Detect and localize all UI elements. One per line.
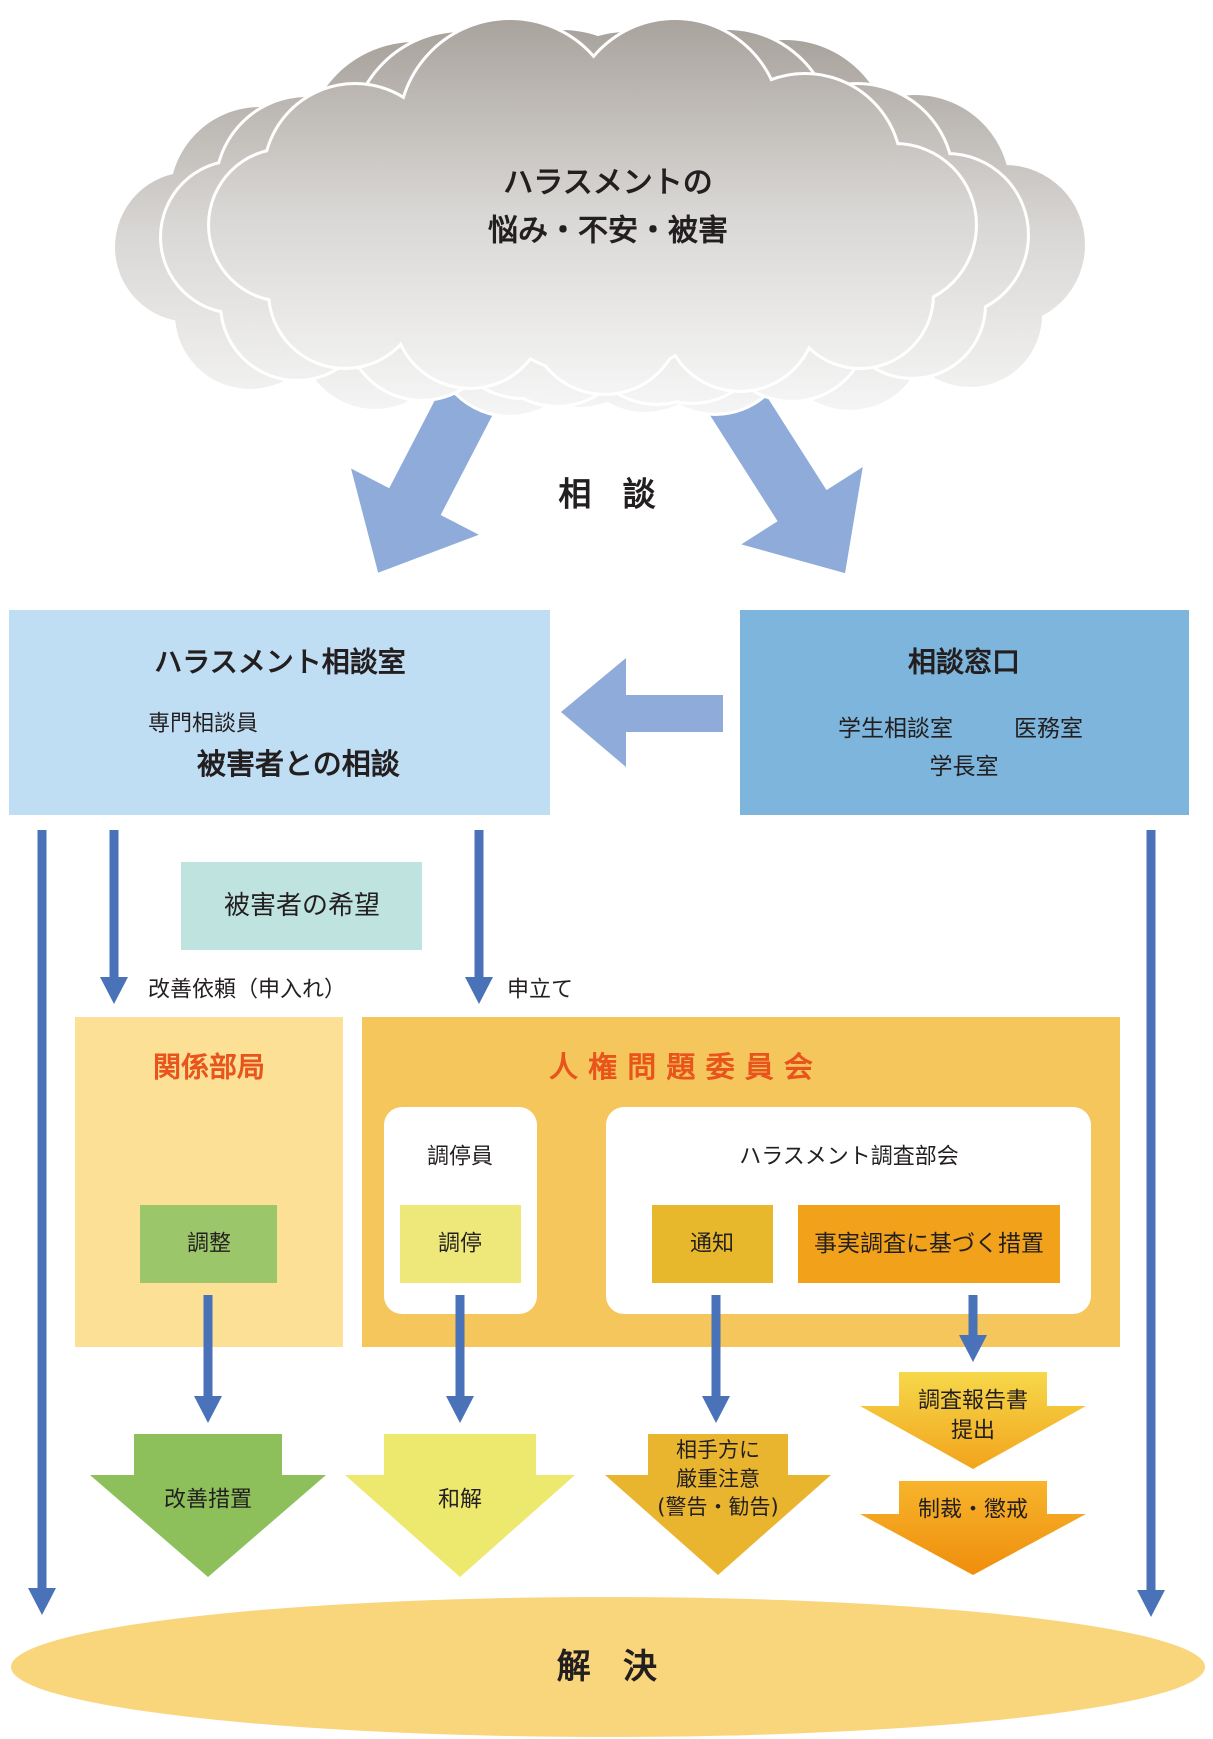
outcome-warning: 相手方に 厳重注意 (警告・勧告) [605, 1434, 831, 1575]
consult-label: 相 談 [558, 475, 665, 514]
sanction-arrow [860, 1481, 1086, 1575]
warning-arrow [605, 1434, 831, 1575]
sanction-label: 制裁・懲戒 [918, 1498, 1028, 1523]
warning-label-line: (警告・勧告) [657, 1495, 778, 1519]
consultation-desk-office: 学長室 [930, 754, 999, 780]
notice-label: 通知 [690, 1232, 734, 1257]
improvement-label: 改善措置 [164, 1488, 252, 1513]
investigation-title: ハラスメント調査部会 [739, 1145, 959, 1170]
cloud-text-line2: 悩み・不安・被害 [488, 214, 728, 249]
settlement-arrow [345, 1434, 575, 1577]
victim-wish-label: 被害者の希望 [224, 891, 380, 921]
flow-arrow-request [100, 830, 128, 1004]
consultation-desk-office: 学生相談室 [838, 716, 953, 742]
consult-arrow-right [697, 364, 863, 574]
victim-wish-background [181, 862, 422, 950]
mediator-title: 調停員 [427, 1145, 493, 1170]
outcome-improvement: 改善措置 [90, 1434, 326, 1577]
flow-arrow-direct-right [1137, 830, 1165, 1617]
consultation-desk-office: 医務室 [1014, 716, 1083, 742]
harassment-office-staff: 専門相談員 [148, 712, 258, 737]
warning-label-line: 相手方に [676, 1438, 760, 1462]
flow-arrow-notice [702, 1295, 730, 1423]
flow-arrows [28, 830, 1165, 1617]
resolution: 解 決 [11, 1597, 1205, 1737]
flow-arrow-direct-left [28, 830, 56, 1615]
harassment-office-background [9, 610, 550, 815]
departments-title: 関係部局 [153, 1051, 265, 1084]
committee-box: 人権問題委員会 調停員 調停 ハラスメント調査部会 通知 事実調査に基づく措置 [362, 1017, 1120, 1347]
report-arrow [860, 1372, 1086, 1469]
harassment-office-box: ハラスメント相談室 専門相談員 被害者との相談 [9, 610, 550, 815]
flow-arrow-measures [959, 1295, 987, 1362]
resolution-ellipse [11, 1597, 1205, 1737]
adjustment-label: 調整 [187, 1232, 231, 1257]
committee-title: 人権問題委員会 [549, 1050, 823, 1084]
improvement-request-label: 改善依頼（申入れ） [148, 978, 346, 1003]
consultation-desk-box: 相談窓口 学生相談室 医務室 学長室 [740, 610, 1189, 815]
measures-label: 事実調査に基づく措置 [814, 1231, 1044, 1257]
notice-box [652, 1205, 773, 1283]
departments-background [75, 1017, 343, 1347]
victim-wish-box: 被害者の希望 [181, 862, 422, 950]
outcome-settlement: 和解 [345, 1434, 575, 1577]
outcome-report: 調査報告書 提出 [860, 1372, 1086, 1469]
mediation-box [400, 1205, 521, 1283]
report-label-line: 提出 [951, 1419, 995, 1444]
settlement-label: 和解 [438, 1488, 482, 1513]
report-label-line: 調査報告書 [918, 1389, 1028, 1414]
measures-box [798, 1205, 1060, 1283]
flow-arrow-adjustment [194, 1295, 222, 1423]
flow-arrow-mediation [446, 1295, 474, 1423]
outcome-sanction: 制裁・懲戒 [860, 1481, 1086, 1575]
consult-arrow-left [351, 366, 504, 573]
mediation-label: 調停 [438, 1232, 482, 1257]
consultation-desk-title: 相談窓口 [908, 646, 1020, 679]
petition-label: 申立て [507, 978, 573, 1003]
consultation-arrows [351, 364, 863, 574]
resolution-label: 解 決 [557, 1647, 667, 1687]
adjustment-box [140, 1205, 277, 1283]
harassment-office-title: ハラスメント相談室 [154, 646, 405, 679]
harassment-office-role: 被害者との相談 [197, 747, 401, 781]
referral-arrow-left [561, 658, 723, 767]
cloud: ハラスメントの 悩み・不安・被害 [115, 20, 1085, 415]
improvement-arrow [90, 1434, 326, 1577]
departments-box: 関係部局 調整 [75, 1017, 343, 1347]
consultation-desk-background [740, 610, 1189, 815]
cloud-text-line1: ハラスメントの [503, 166, 712, 201]
warning-label-line: 厳重注意 [676, 1467, 760, 1491]
flow-arrow-petition [465, 830, 493, 1004]
